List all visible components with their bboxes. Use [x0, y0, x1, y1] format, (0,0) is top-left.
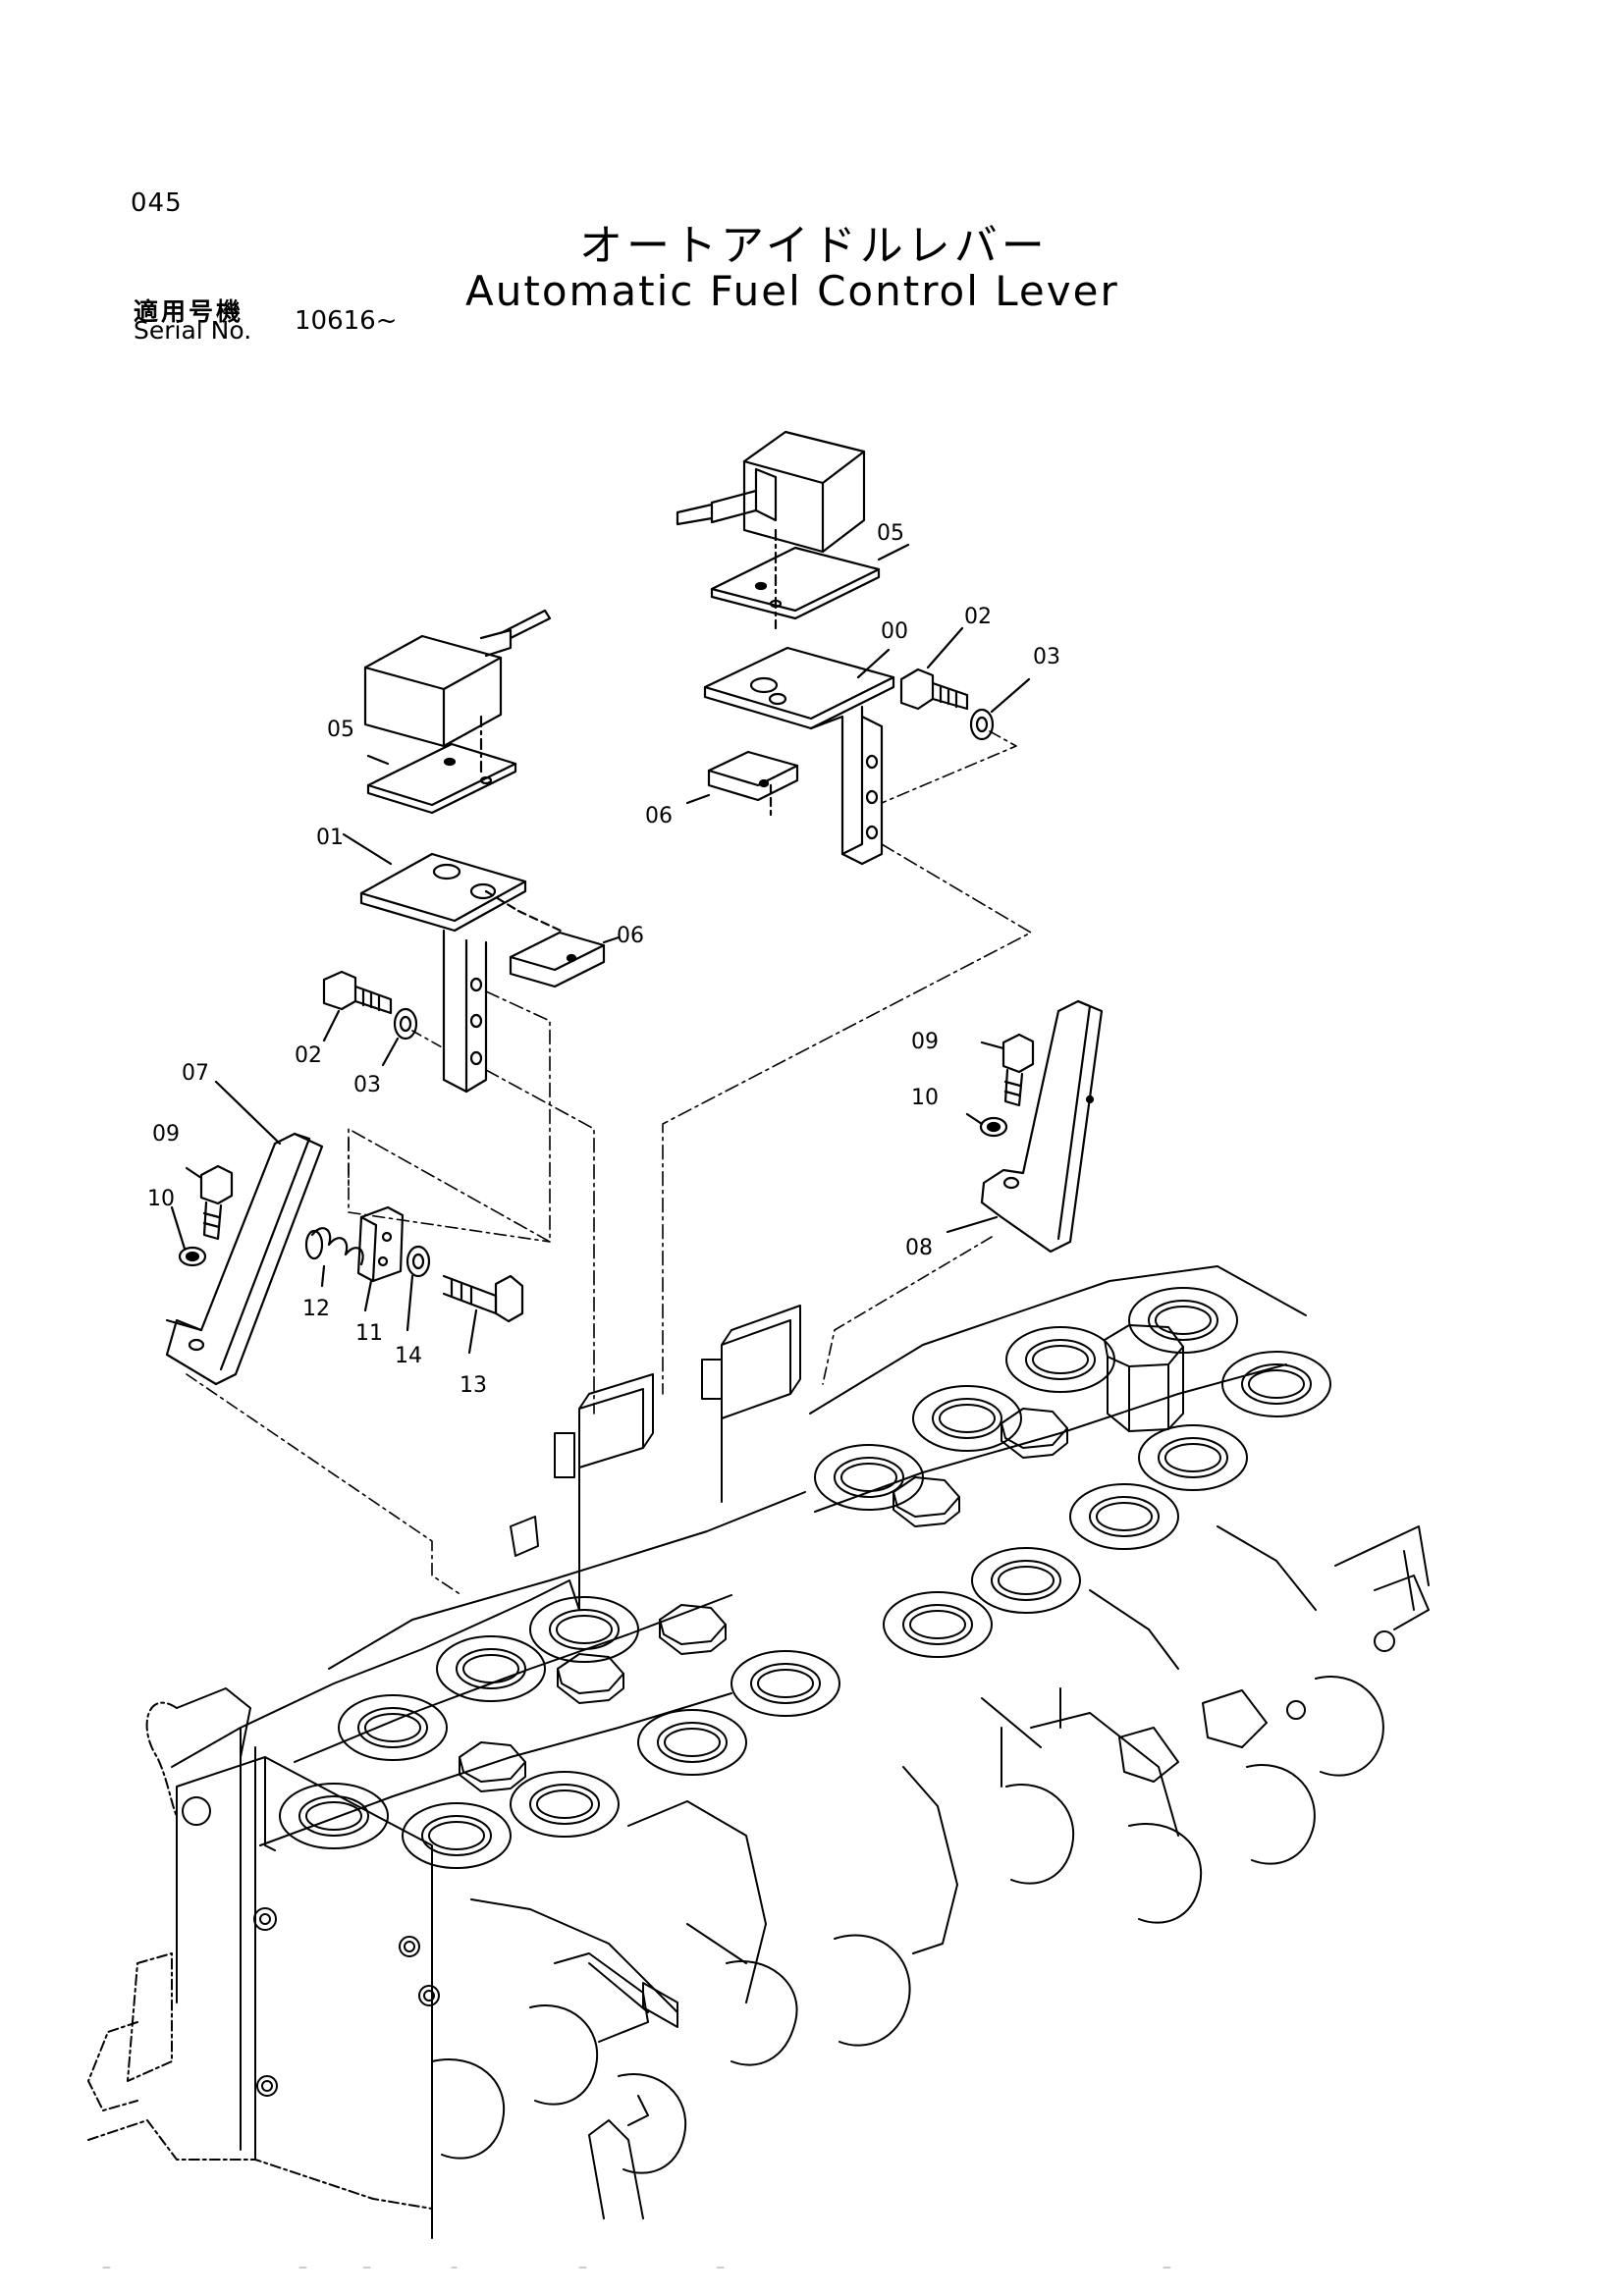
callout-02-right: 02 [964, 605, 992, 629]
hex-plug [659, 1604, 727, 1655]
port-boss [912, 1385, 1022, 1452]
right-solenoid-unit [676, 430, 866, 630]
part-06-left-plate [509, 931, 621, 988]
callout-05-right: 05 [877, 521, 904, 546]
part-14-washer [406, 1245, 431, 1332]
callout-09-left: 09 [152, 1122, 180, 1147]
port-boss [436, 1635, 546, 1702]
callout-03-right: 03 [1033, 645, 1060, 669]
part-03-right-washer [969, 677, 1031, 741]
part-05-left-gasket [366, 742, 517, 815]
part-03-left-washer [381, 1007, 418, 1067]
port-boss [510, 1771, 620, 1838]
serial-number-value: 10616~ [295, 306, 398, 336]
callout-09-right: 09 [911, 1030, 939, 1054]
control-valve-body [87, 1265, 1430, 2239]
port-boss [1221, 1351, 1331, 1417]
hex-plug [557, 1653, 624, 1704]
callout-05-left: 05 [327, 718, 354, 742]
part-06-right-plate [685, 750, 799, 817]
part-02-right-bolt [899, 626, 969, 711]
part-02-left-bolt [322, 970, 393, 1042]
hex-plug [1001, 1408, 1068, 1459]
port-boss [1069, 1483, 1179, 1550]
callout-10-right: 10 [911, 1086, 939, 1110]
callout-14: 14 [395, 1344, 422, 1368]
tall-hex-plug [1104, 1324, 1184, 1432]
serial-label-japanese: 適用号機 [134, 297, 244, 326]
port-boss [279, 1783, 389, 1849]
port-boss [402, 1802, 512, 1869]
title-english: Automatic Fuel Control Lever [465, 267, 1119, 315]
callout-01: 01 [316, 826, 344, 850]
part-12-spring [304, 1227, 364, 1288]
part-09-right-screw [980, 1033, 1035, 1107]
port-boss [883, 1591, 993, 1658]
callout-11: 11 [355, 1321, 383, 1346]
port-boss [1128, 1287, 1238, 1354]
callout-13: 13 [460, 1373, 487, 1398]
callout-07: 07 [182, 1061, 209, 1086]
port-boss [637, 1709, 747, 1776]
port-boss [1005, 1326, 1115, 1393]
serial-label-english: Serial No. [134, 316, 252, 345]
left-solenoid-unit [363, 609, 552, 775]
port-boss [529, 1596, 639, 1663]
callout-02-left: 02 [295, 1043, 322, 1068]
hex-plug [459, 1741, 526, 1792]
port-boss [971, 1547, 1081, 1614]
callout-08: 08 [905, 1236, 933, 1260]
part-01-left-bracket [342, 832, 567, 1094]
part-13-bolt [442, 1274, 524, 1355]
callout-labels: 05 00 02 03 06 05 01 06 02 03 07 09 10 1… [147, 521, 1060, 1398]
callout-00: 00 [881, 619, 908, 644]
callout-06-left: 06 [617, 924, 644, 948]
part-09-left-screw [185, 1164, 234, 1241]
part-00-right-bracket [703, 646, 895, 866]
part-07-left-lever [165, 1080, 324, 1386]
page-number: 045 [131, 188, 183, 218]
part-10-right-washer [965, 1112, 1008, 1138]
part-08-right-lever [946, 999, 1104, 1254]
port-boss [1138, 1424, 1248, 1491]
callout-12: 12 [302, 1297, 330, 1321]
callout-10-left: 10 [147, 1187, 175, 1211]
callout-06-right: 06 [645, 804, 673, 828]
hex-plug [893, 1476, 960, 1527]
port-boss [338, 1694, 448, 1761]
callout-03-left: 03 [353, 1073, 381, 1097]
part-11-spring-plate [356, 1205, 405, 1312]
part-05-right-gasket [710, 543, 910, 620]
part-10-left-washer [170, 1205, 207, 1267]
port-boss [730, 1650, 840, 1717]
title-japanese: オートアイドルレバー [579, 221, 1049, 271]
